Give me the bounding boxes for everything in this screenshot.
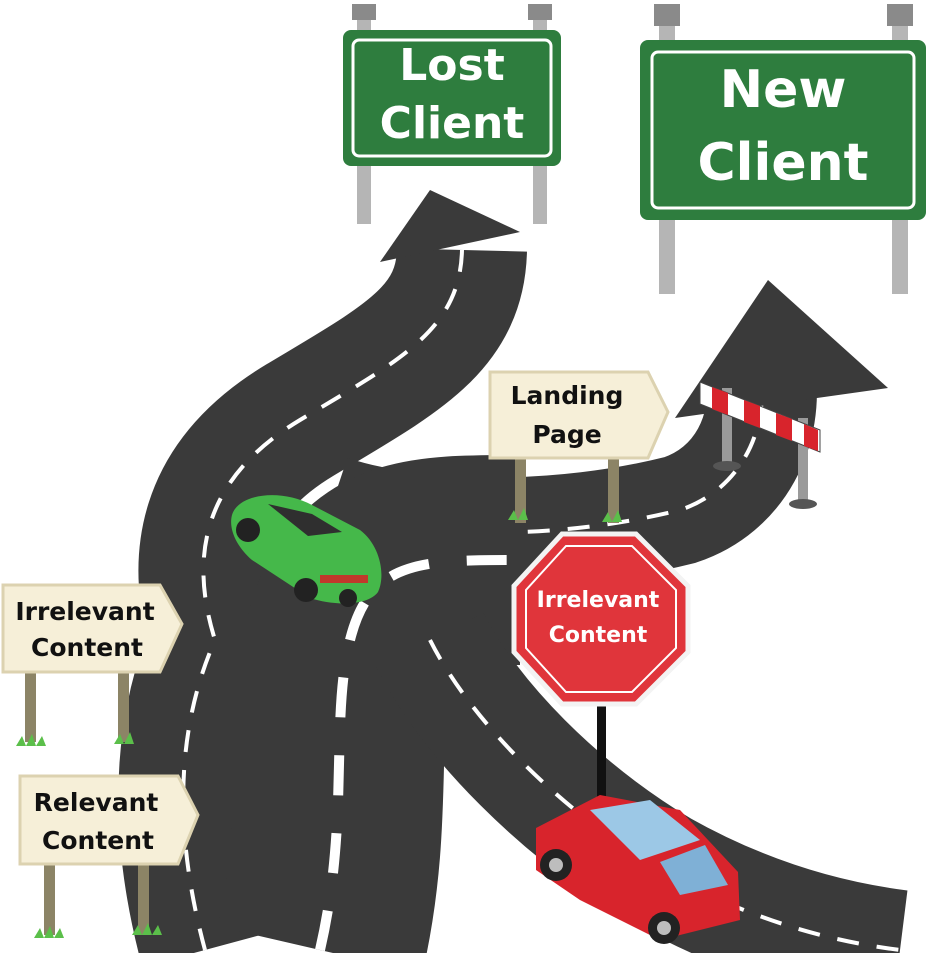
new-client-arrowhead	[675, 280, 888, 418]
green-car	[231, 495, 382, 607]
lost-client-line1: Lost	[399, 40, 505, 91]
road-barrier	[699, 381, 821, 509]
new-client-line1: New	[720, 60, 847, 120]
relevant-content-sign: Relevant Content	[18, 774, 200, 938]
stop-sign: Irrelevant Content	[511, 531, 691, 808]
red-car	[536, 795, 740, 944]
road-lost-client	[118, 245, 527, 953]
new-client-line2: Client	[698, 133, 869, 193]
lost-client-sign: Lost Client	[343, 30, 561, 166]
lost-client-line2: Client	[380, 98, 525, 149]
irrelevant-content-line2: Content	[31, 633, 143, 662]
road-main	[217, 455, 521, 953]
relevant-content-line2: Content	[42, 826, 154, 855]
relevant-content-line1: Relevant	[34, 788, 159, 817]
landing-page-line1: Landing	[511, 381, 624, 410]
new-client-sign: New Client	[640, 40, 926, 220]
lost-client-arrowhead	[380, 190, 520, 262]
landing-page-sign: Landing Page	[488, 370, 670, 523]
stop-sign-line1: Irrelevant	[537, 588, 660, 613]
irrelevant-content-line1: Irrelevant	[15, 597, 154, 626]
landing-page-line2: Page	[532, 420, 601, 449]
stop-sign-line2: Content	[549, 623, 648, 648]
irrelevant-content-sign: Irrelevant Content	[1, 583, 184, 746]
